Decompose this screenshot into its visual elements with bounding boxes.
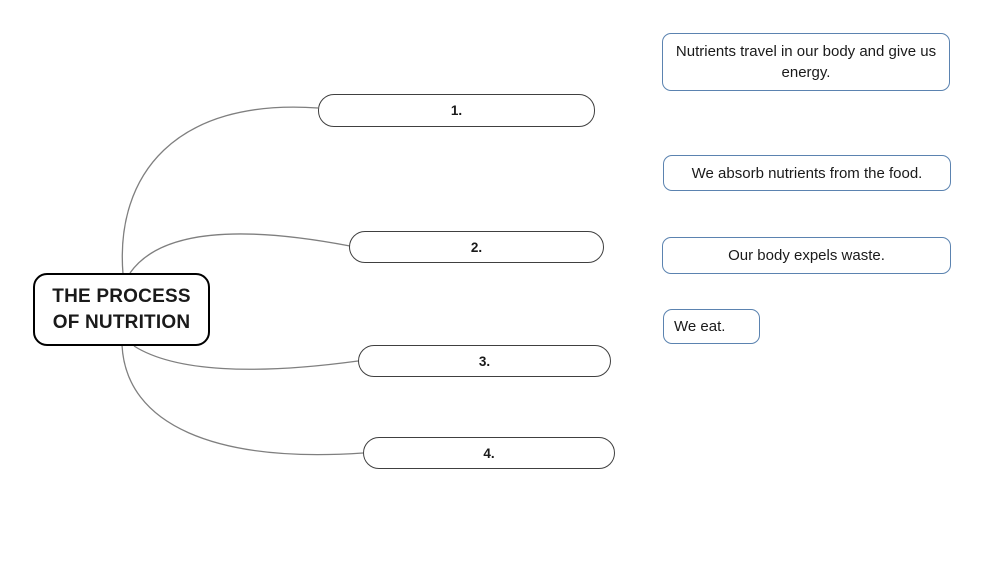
- answer-slot-4[interactable]: 4.: [363, 437, 615, 469]
- answer-card-we-eat[interactable]: We eat.: [663, 309, 760, 344]
- slot-number-label: 1.: [450, 103, 463, 118]
- connector-curve-1: [121, 106, 319, 275]
- answer-card-expels-waste[interactable]: Our body expels waste.: [662, 237, 951, 274]
- answer-card-text: We absorb nutrients from the food.: [691, 164, 923, 182]
- root-label-line1: THE PROCESS: [52, 285, 191, 307]
- root-label-line2: OF NUTRITION: [52, 311, 191, 333]
- answer-slot-1[interactable]: 1.: [318, 94, 595, 127]
- answer-slot-3[interactable]: 3.: [358, 345, 611, 377]
- answer-card-text: We eat.: [674, 318, 726, 335]
- connector-curve-4: [121, 344, 364, 456]
- slot-number-label: 4.: [483, 445, 495, 461]
- answer-card-absorb-nutrients[interactable]: We absorb nutrients from the food.: [663, 155, 951, 191]
- answer-card-text: Nutrients travel in our body and give us…: [675, 43, 937, 81]
- answer-card-nutrients-travel[interactable]: Nutrients travel in our body and give us…: [662, 33, 950, 91]
- slot-number-label: 2.: [470, 239, 483, 255]
- connector-curve-3: [133, 345, 359, 370]
- connector-curve-2: [129, 233, 351, 274]
- answer-card-text: Our body expels waste.: [728, 247, 885, 264]
- root-node-process-of-nutrition: THE PROCESS OF NUTRITION: [33, 273, 210, 346]
- answer-slot-2[interactable]: 2.: [349, 231, 604, 263]
- slot-number-label: 3.: [478, 353, 491, 369]
